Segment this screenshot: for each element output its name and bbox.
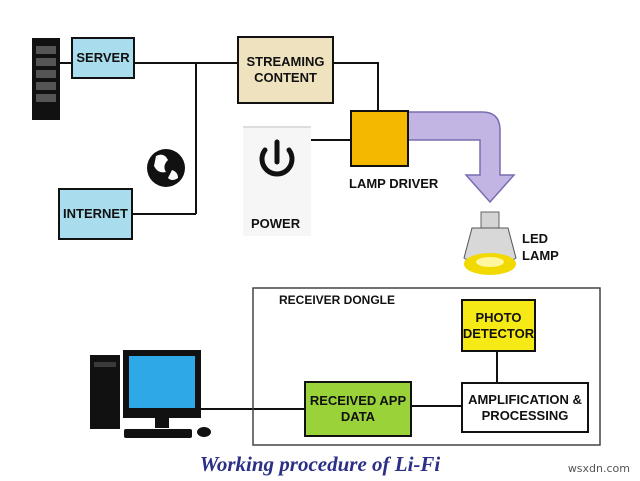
lamp-driver-label: LAMP DRIVER [349,176,439,191]
light-arrow [407,111,516,204]
lamp-driver-box [350,110,409,167]
power-label: POWER [251,216,301,231]
power-icon [259,139,295,177]
receiver-dongle-label: RECEIVER DONGLE [279,293,396,307]
receiver-dongle-frame [252,287,601,446]
connection-lines [60,62,498,410]
server-icon [32,38,60,120]
globe-icon [147,149,185,187]
received-data-box: RECEIVED APP DATA [304,381,412,437]
server-box: SERVER [71,37,135,79]
led-lamp-icon [463,211,517,275]
computer-icon [90,350,211,438]
photo-detector-box: PHOTO DETECTOR [461,299,536,352]
watermark: wsxdn.com [567,462,630,475]
figure-caption: Working procedure of Li-Fi [199,452,441,476]
power-panel [243,126,311,236]
led-lamp-label: LED LAMP [522,231,559,263]
internet-box: INTERNET [58,188,133,240]
amplification-box: AMPLIFICATION & PROCESSING [461,382,589,433]
streaming-content-box: STREAMING CONTENT [237,36,334,104]
